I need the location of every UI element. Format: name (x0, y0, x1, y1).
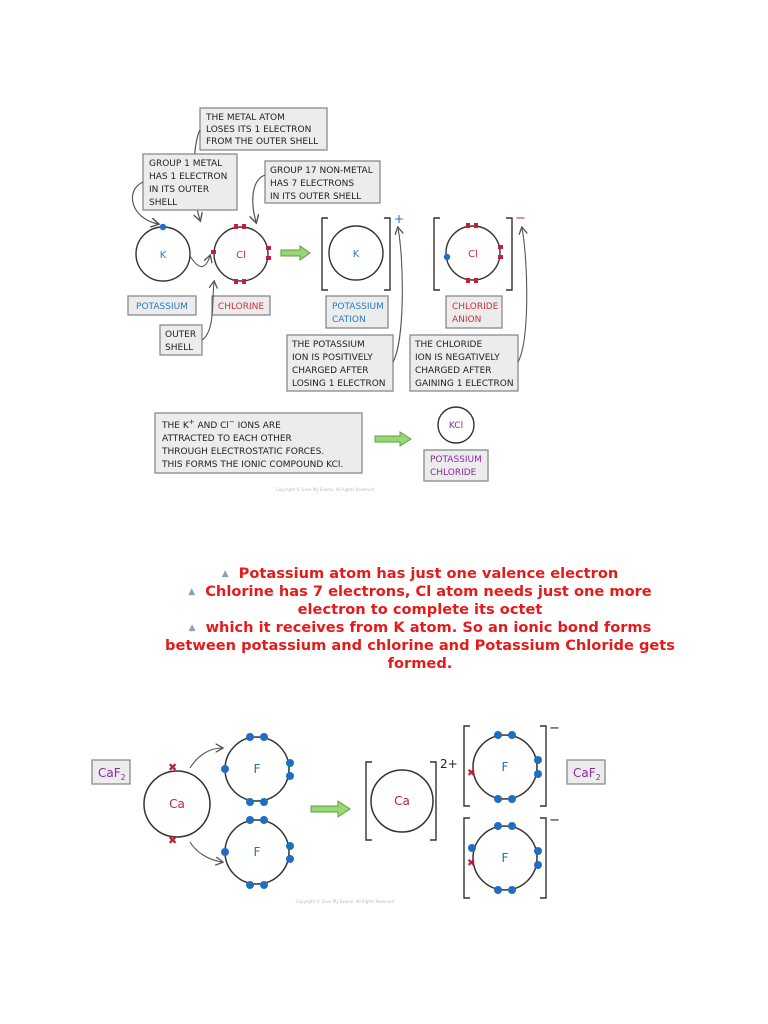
copyright-1: Copyright © Save My Exams. All Rights Re… (276, 487, 375, 492)
callout-potassium-ion: THE POTASSIUM ION IS POSITIVELY CHARGED … (286, 334, 394, 392)
svg-text:KCl: KCl (449, 421, 463, 431)
svg-text:LOSES ITS 1 ELECTRON: LOSES ITS 1 ELECTRON (206, 125, 311, 135)
svg-text:THE POTASSIUM: THE POTASSIUM (291, 340, 365, 350)
fluorine-atom-2: F (221, 816, 294, 889)
svg-text:+: + (394, 212, 404, 226)
svg-text:IN ITS OUTER: IN ITS OUTER (149, 185, 209, 195)
svg-text:GROUP 17 NON-METAL: GROUP 17 NON-METAL (270, 166, 373, 176)
svg-text:−: − (549, 813, 560, 828)
svg-text:ION IS POSITIVELY: ION IS POSITIVELY (292, 353, 373, 363)
chlorine-atom: Cl (211, 224, 271, 284)
svg-text:IN ITS OUTER SHELL: IN ITS OUTER SHELL (270, 192, 361, 202)
svg-text:ION IS NEGATIVELY: ION IS NEGATIVELY (415, 353, 500, 363)
svg-text:THIS FORMS THE IONIC COMPOUND: THIS FORMS THE IONIC COMPOUND KCl. (161, 460, 343, 470)
svg-text:CATION: CATION (332, 315, 366, 325)
svg-text:Ca: Ca (169, 797, 185, 811)
potassium-ion: K + (321, 212, 404, 291)
fluoride-ion-2: ✖ F − (463, 813, 560, 899)
bullet-marker-icon: ▲ (188, 623, 196, 633)
svg-text:F: F (502, 760, 509, 774)
callout-group17-nonmetal: GROUP 17 NON-METAL HAS 7 ELECTRONS IN IT… (264, 160, 381, 204)
svg-text:Ca: Ca (394, 794, 410, 808)
caf2-formation-diagram: CaF2 ✖ ✖ Ca F F (91, 721, 606, 904)
svg-text:Cl: Cl (236, 250, 246, 261)
callout-metal-atom: THE METAL ATOM LOSES ITS 1 ELECTRON FROM… (199, 107, 328, 151)
bullet-item: ▲Potassium atom has just one valence ele… (221, 565, 619, 582)
reaction-arrow-3 (310, 800, 351, 818)
svg-text:2+: 2+ (440, 757, 458, 771)
svg-text:✖: ✖ (467, 858, 475, 869)
svg-text:THROUGH ELECTROSTATIC FORCES.: THROUGH ELECTROSTATIC FORCES. (161, 447, 324, 457)
svg-text:FROM THE OUTER SHELL: FROM THE OUTER SHELL (206, 137, 318, 147)
kcl-formation-diagram: THE METAL ATOM LOSES ITS 1 ELECTRON FROM… (127, 107, 527, 492)
bullet-item: ▲which it receives from K atom. So an io… (165, 619, 675, 672)
svg-text:CHARGED AFTER: CHARGED AFTER (415, 366, 492, 376)
svg-text:CHLORIDE: CHLORIDE (430, 468, 477, 478)
svg-text:CHARGED AFTER: CHARGED AFTER (292, 366, 369, 376)
label-potassium-cation: POTASSIUM CATION (325, 295, 389, 329)
formula-left: CaF2 (91, 759, 131, 785)
calcium-atom: ✖ ✖ Ca (143, 761, 211, 847)
chloride-ion: Cl − (433, 211, 526, 291)
svg-text:✖: ✖ (168, 761, 177, 774)
svg-text:THE K+ AND Cl− IONS ARE: THE K+ AND Cl− IONS ARE (161, 418, 281, 431)
svg-text:POTASSIUM: POTASSIUM (430, 455, 482, 465)
kcl-compound: KCl (437, 406, 475, 444)
svg-text:✖: ✖ (168, 834, 177, 847)
svg-text:LOSING 1 ELECTRON: LOSING 1 ELECTRON (292, 379, 386, 389)
svg-text:K: K (353, 249, 360, 260)
svg-text:SHELL: SHELL (149, 198, 177, 208)
svg-text:✖: ✖ (467, 768, 475, 779)
svg-text:K: K (160, 250, 167, 261)
fluoride-ion-1: ✖ F − (463, 721, 560, 807)
svg-text:−: − (549, 721, 560, 736)
calcium-ion: Ca 2+ (365, 757, 458, 841)
bullet-marker-icon: ▲ (188, 587, 196, 597)
reaction-arrow-1 (280, 245, 311, 261)
svg-text:POTASSIUM: POTASSIUM (332, 302, 384, 312)
callout-chloride-ion: THE CHLORIDE ION IS NEGATIVELY CHARGED A… (409, 334, 519, 392)
svg-text:ATTRACTED TO EACH OTHER: ATTRACTED TO EACH OTHER (162, 434, 292, 444)
svg-text:CHLORINE: CHLORINE (218, 302, 264, 312)
label-potassium-chloride: POTASSIUM CHLORIDE (423, 449, 489, 482)
label-potassium: POTASSIUM (127, 295, 197, 316)
svg-text:F: F (502, 851, 509, 865)
svg-text:THE METAL ATOM: THE METAL ATOM (205, 113, 285, 123)
svg-text:Cl: Cl (468, 249, 478, 260)
svg-text:CaF2: CaF2 (98, 766, 126, 782)
fluorine-atom-1: F (221, 733, 294, 806)
svg-text:GAINING 1 ELECTRON: GAINING 1 ELECTRON (415, 379, 514, 389)
svg-text:F: F (254, 762, 261, 776)
svg-text:−: − (515, 211, 526, 226)
svg-text:ANION: ANION (452, 315, 481, 325)
explanation-bullets: ▲Potassium atom has just one valence ele… (160, 565, 680, 673)
formula-right: CaF2 (566, 759, 606, 785)
label-chlorine: CHLORINE (211, 295, 271, 316)
bullet-item: ▲Chlorine has 7 electrons, Cl atom needs… (188, 583, 652, 618)
svg-text:F: F (254, 845, 261, 859)
bullet-marker-icon: ▲ (221, 569, 229, 579)
potassium-atom: K (135, 223, 191, 282)
reaction-arrow-2 (374, 431, 412, 447)
label-outer-shell: OUTER SHELL (159, 324, 203, 356)
svg-text:SHELL: SHELL (165, 343, 193, 353)
copyright-2: Copyright © Save My Exams. All Rights Re… (296, 899, 395, 904)
svg-text:HAS 7 ELECTRONS: HAS 7 ELECTRONS (270, 179, 354, 189)
svg-text:GROUP 1 METAL: GROUP 1 METAL (149, 159, 222, 169)
summary-box: THE K+ AND Cl− IONS ARE ATTRACTED TO EAC… (154, 412, 363, 474)
svg-text:CaF2: CaF2 (573, 766, 601, 782)
svg-text:POTASSIUM: POTASSIUM (136, 302, 188, 312)
svg-text:CHLORIDE: CHLORIDE (452, 302, 499, 312)
svg-text:OUTER: OUTER (165, 330, 196, 340)
svg-text:THE CHLORIDE: THE CHLORIDE (414, 340, 482, 350)
svg-text:HAS 1 ELECTRON: HAS 1 ELECTRON (149, 172, 227, 182)
label-chloride-anion: CHLORIDE ANION (445, 295, 503, 329)
callout-group1-metal: GROUP 1 METAL HAS 1 ELECTRON IN ITS OUTE… (142, 153, 238, 211)
